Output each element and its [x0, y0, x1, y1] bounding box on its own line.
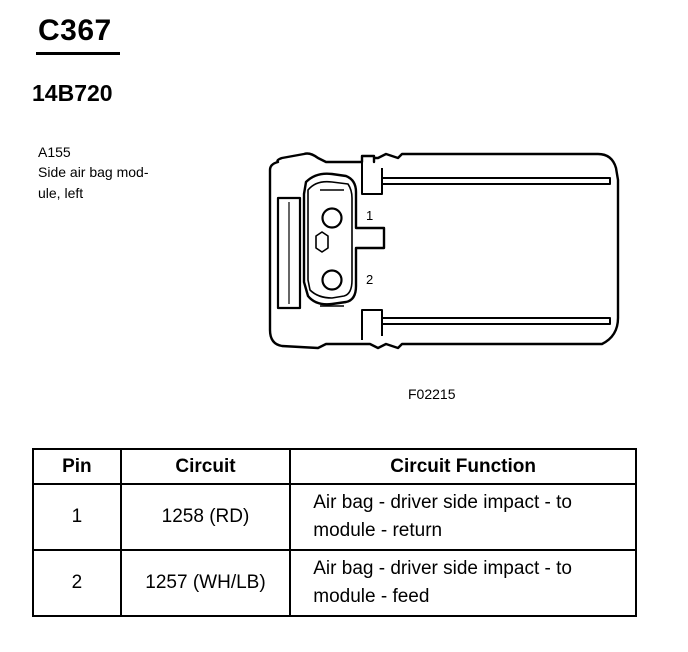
- connector-outline: [268, 152, 620, 350]
- upper-latch: [381, 177, 611, 185]
- component-description-line-1: Side air bag mod-: [38, 164, 149, 180]
- part-number: 14B720: [32, 80, 113, 106]
- locking-tab: [276, 196, 302, 310]
- pin-cell: 2: [32, 549, 122, 617]
- pin-2-cavity: [321, 269, 343, 291]
- circuit-cell: 1258 (RD): [119, 483, 292, 551]
- circuit-cell: 1257 (WH/LB): [119, 549, 292, 617]
- component-description-line-2: ule, left: [38, 185, 84, 201]
- pin-cell: 1: [32, 483, 122, 551]
- header-circuit: Circuit: [119, 448, 292, 485]
- pinout-table: Pin Circuit Circuit Function 1 1258 (RD)…: [32, 448, 637, 617]
- header-pin: Pin: [32, 448, 122, 485]
- function-line-1: Air bag - driver side impact - to: [313, 558, 572, 579]
- pin-label-1: 1: [366, 208, 374, 223]
- connector-diagram: [268, 152, 620, 350]
- pin-label-2: 2: [366, 272, 374, 287]
- table-header-row: Pin Circuit Circuit Function: [32, 448, 637, 485]
- header-circuit-function: Circuit Function: [289, 448, 637, 485]
- table-row: 1 1258 (RD) Air bag - driver side impact…: [32, 483, 637, 551]
- connector-id: C367: [38, 14, 112, 47]
- title-underline: [36, 52, 120, 55]
- function-cell: Air bag - driver side impact - to module…: [289, 549, 637, 617]
- component-code: A155: [38, 144, 71, 160]
- lower-latch: [381, 317, 611, 325]
- contact-housing: [302, 172, 386, 306]
- function-line-2: module - return: [313, 520, 443, 541]
- function-cell: Air bag - driver side impact - to module…: [289, 483, 637, 551]
- figure-code: F02215: [408, 386, 456, 402]
- function-line-2: module - feed: [313, 586, 430, 607]
- table-row: 2 1257 (WH/LB) Air bag - driver side imp…: [32, 549, 637, 617]
- pin-1-cavity: [321, 207, 343, 229]
- function-line-1: Air bag - driver side impact - to: [313, 492, 572, 513]
